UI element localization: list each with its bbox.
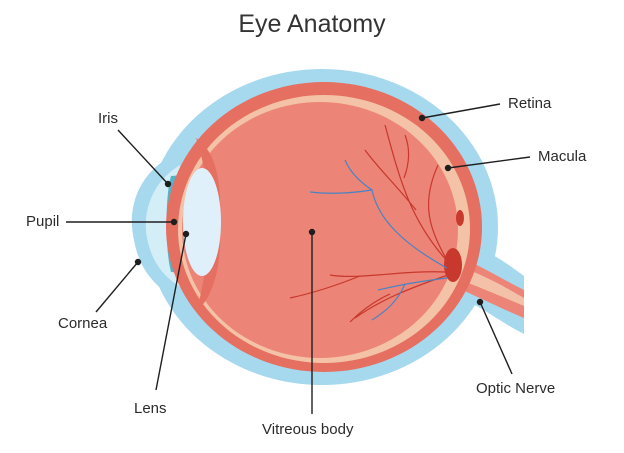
label-optic-nerve: Optic Nerve	[476, 380, 556, 397]
cornea-pointer-line	[95, 261, 139, 313]
label-macula: Macula	[538, 148, 587, 165]
iris-pointer-dot	[164, 180, 172, 188]
diagram-title: Eye Anatomy	[238, 10, 386, 38]
label-pupil: Pupil	[26, 213, 60, 230]
label-cornea: Cornea	[58, 315, 108, 332]
optic-disc	[444, 248, 462, 282]
label-retina: Retina	[508, 95, 552, 112]
leader-lines	[66, 103, 531, 414]
macula-pointer-dot	[444, 164, 452, 172]
label-iris: Iris	[98, 110, 118, 127]
retina-pointer-dot	[418, 114, 426, 122]
optic-nerve-pointer-line	[479, 301, 513, 375]
vitreous-body-shape	[182, 102, 458, 358]
lens-pointer-line	[155, 233, 187, 391]
lens-pointer-dot	[182, 230, 190, 238]
macula-pointer-line	[447, 156, 531, 169]
label-vitreous-body: Vitreous body	[262, 421, 354, 438]
retina-pointer-line	[421, 103, 501, 119]
pupil-pointer-dot	[170, 218, 178, 226]
macula-spot	[456, 210, 464, 226]
retinal-arteries	[289, 124, 449, 323]
optic-nerve-pointer-dot	[476, 298, 484, 306]
label-lens: Lens	[134, 400, 167, 417]
iris-pointer-line	[117, 129, 169, 185]
lens-shape	[183, 168, 221, 276]
vitreous-pointer-dot	[308, 228, 316, 236]
retinal-veins	[309, 159, 448, 321]
cornea-pointer-dot	[134, 258, 142, 266]
